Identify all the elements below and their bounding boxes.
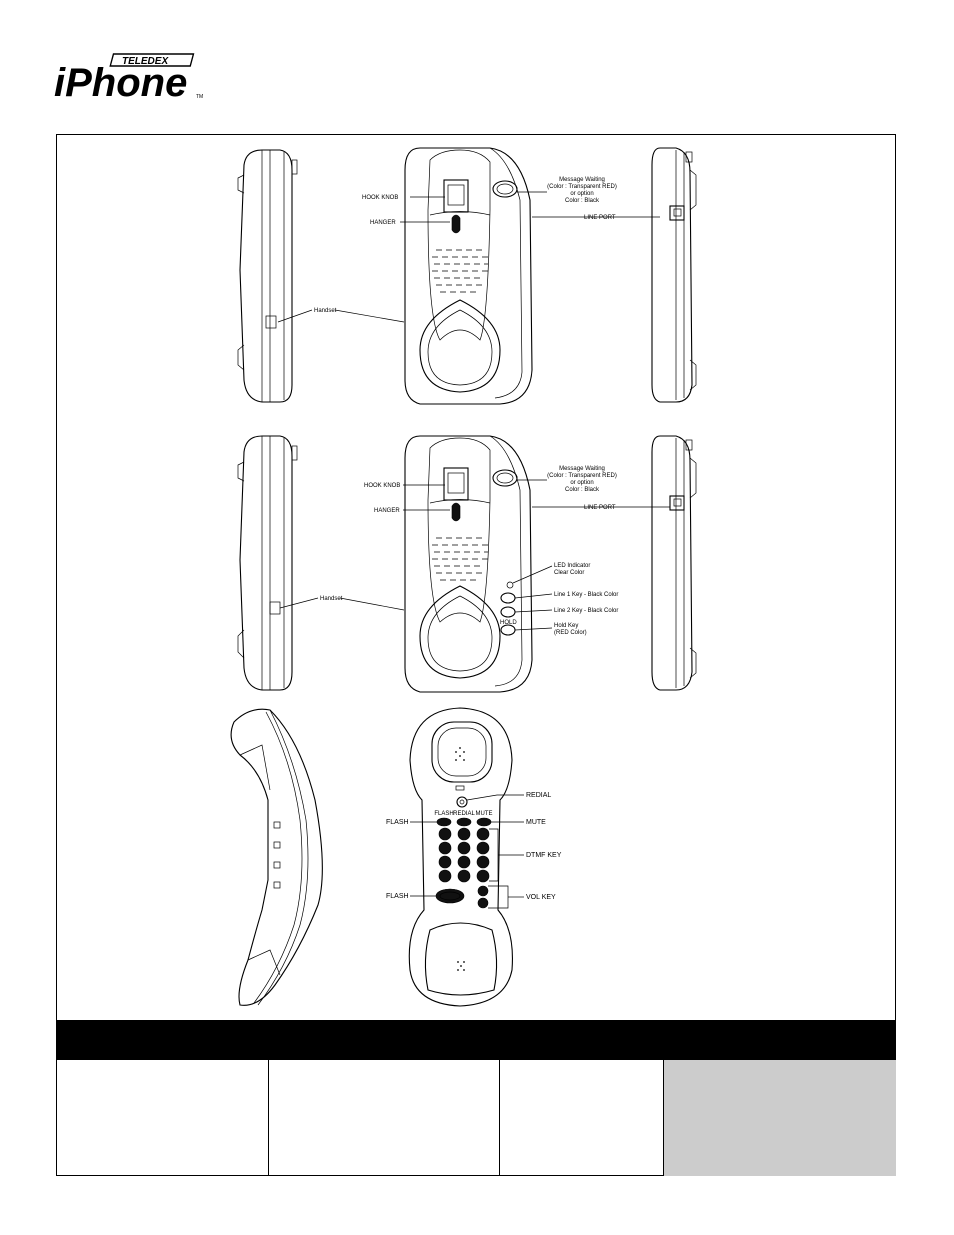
label-mw-2c: or option xyxy=(570,480,593,486)
info-cell-4 xyxy=(664,1060,896,1176)
label-flash-2: FLASH xyxy=(386,893,409,900)
label-mw-2b: (Color : Transparent RED) xyxy=(547,473,617,479)
label-line2-key: Line 2 Key - Black Color xyxy=(554,608,618,614)
label-line-port-1: LINE PORT xyxy=(584,215,616,221)
label-mw-1a: Message Waiting xyxy=(559,177,605,183)
technical-drawings: HOOK KNOB HANGER Handset Message Waiting… xyxy=(230,147,697,1007)
side-view-left-2 xyxy=(237,435,298,691)
handset-side-view xyxy=(230,708,323,1006)
label-handset-1: Handset xyxy=(314,308,337,314)
leaders-row-1 xyxy=(277,191,660,323)
front-view-2: HOLD xyxy=(404,435,533,693)
label-dtmf-key: DTMF KEY xyxy=(526,852,562,859)
label-hanger-2: HANGER xyxy=(374,508,400,514)
label-mw-1d: Color : Black xyxy=(565,198,600,204)
label-hook-knob-2: HOOK KNOB xyxy=(364,483,400,489)
front-view-1 xyxy=(404,147,533,405)
key-label-redial: REDIAL xyxy=(453,811,475,817)
logo-sub: TELEDEX xyxy=(122,56,169,67)
side-view-right-1 xyxy=(651,147,697,403)
leaders-row-2 xyxy=(279,479,670,631)
key-label-flash: FLASH xyxy=(434,811,453,817)
info-cell-2 xyxy=(269,1060,500,1176)
leaders-row-3 xyxy=(410,794,524,909)
label-hold-b: (RED Color) xyxy=(554,630,587,636)
label-mw-2a: Message Waiting xyxy=(559,466,605,472)
logo-tm: TM xyxy=(196,94,203,100)
side-view-right-2 xyxy=(651,435,697,691)
dtmf-keypad xyxy=(438,827,490,883)
label-hook-knob-1: HOOK KNOB xyxy=(362,195,398,201)
info-cell-3 xyxy=(500,1060,664,1176)
label-line-port-2: LINE PORT xyxy=(584,505,616,511)
label-mw-2d: Color : Black xyxy=(565,487,600,493)
label-led-a: LED Indicator xyxy=(554,563,590,569)
label-mw-1c: or option xyxy=(570,191,593,197)
label-line1-key: Line 1 Key - Black Color xyxy=(554,592,618,598)
logo-brand: iPhone xyxy=(54,61,187,102)
label-led-b: Clear Color xyxy=(554,570,584,576)
label-mw-1b: (Color : Transparent RED) xyxy=(547,184,617,190)
label-redial: REDIAL xyxy=(526,792,551,799)
title-band xyxy=(56,1020,896,1060)
label-vol-key: VOL KEY xyxy=(526,894,556,901)
label-handset-2: Handset xyxy=(320,596,343,602)
logo-sub-box xyxy=(109,53,195,67)
label-hanger-1: HANGER xyxy=(370,220,396,226)
info-cell-1 xyxy=(56,1060,269,1176)
key-label-mute: MUTE xyxy=(476,811,493,817)
handset-front-view: FLASH REDIAL MUTE xyxy=(408,707,513,1007)
iphone-logo: iPhone TELEDEX TM xyxy=(54,53,203,102)
label-hold-a: Hold Key xyxy=(554,623,578,629)
label-hold-small: HOLD xyxy=(500,620,517,626)
label-mute: MUTE xyxy=(526,819,546,826)
drawing-frame xyxy=(56,134,896,1176)
side-view-left-1 xyxy=(237,149,298,403)
label-flash-1: FLASH xyxy=(386,819,409,826)
